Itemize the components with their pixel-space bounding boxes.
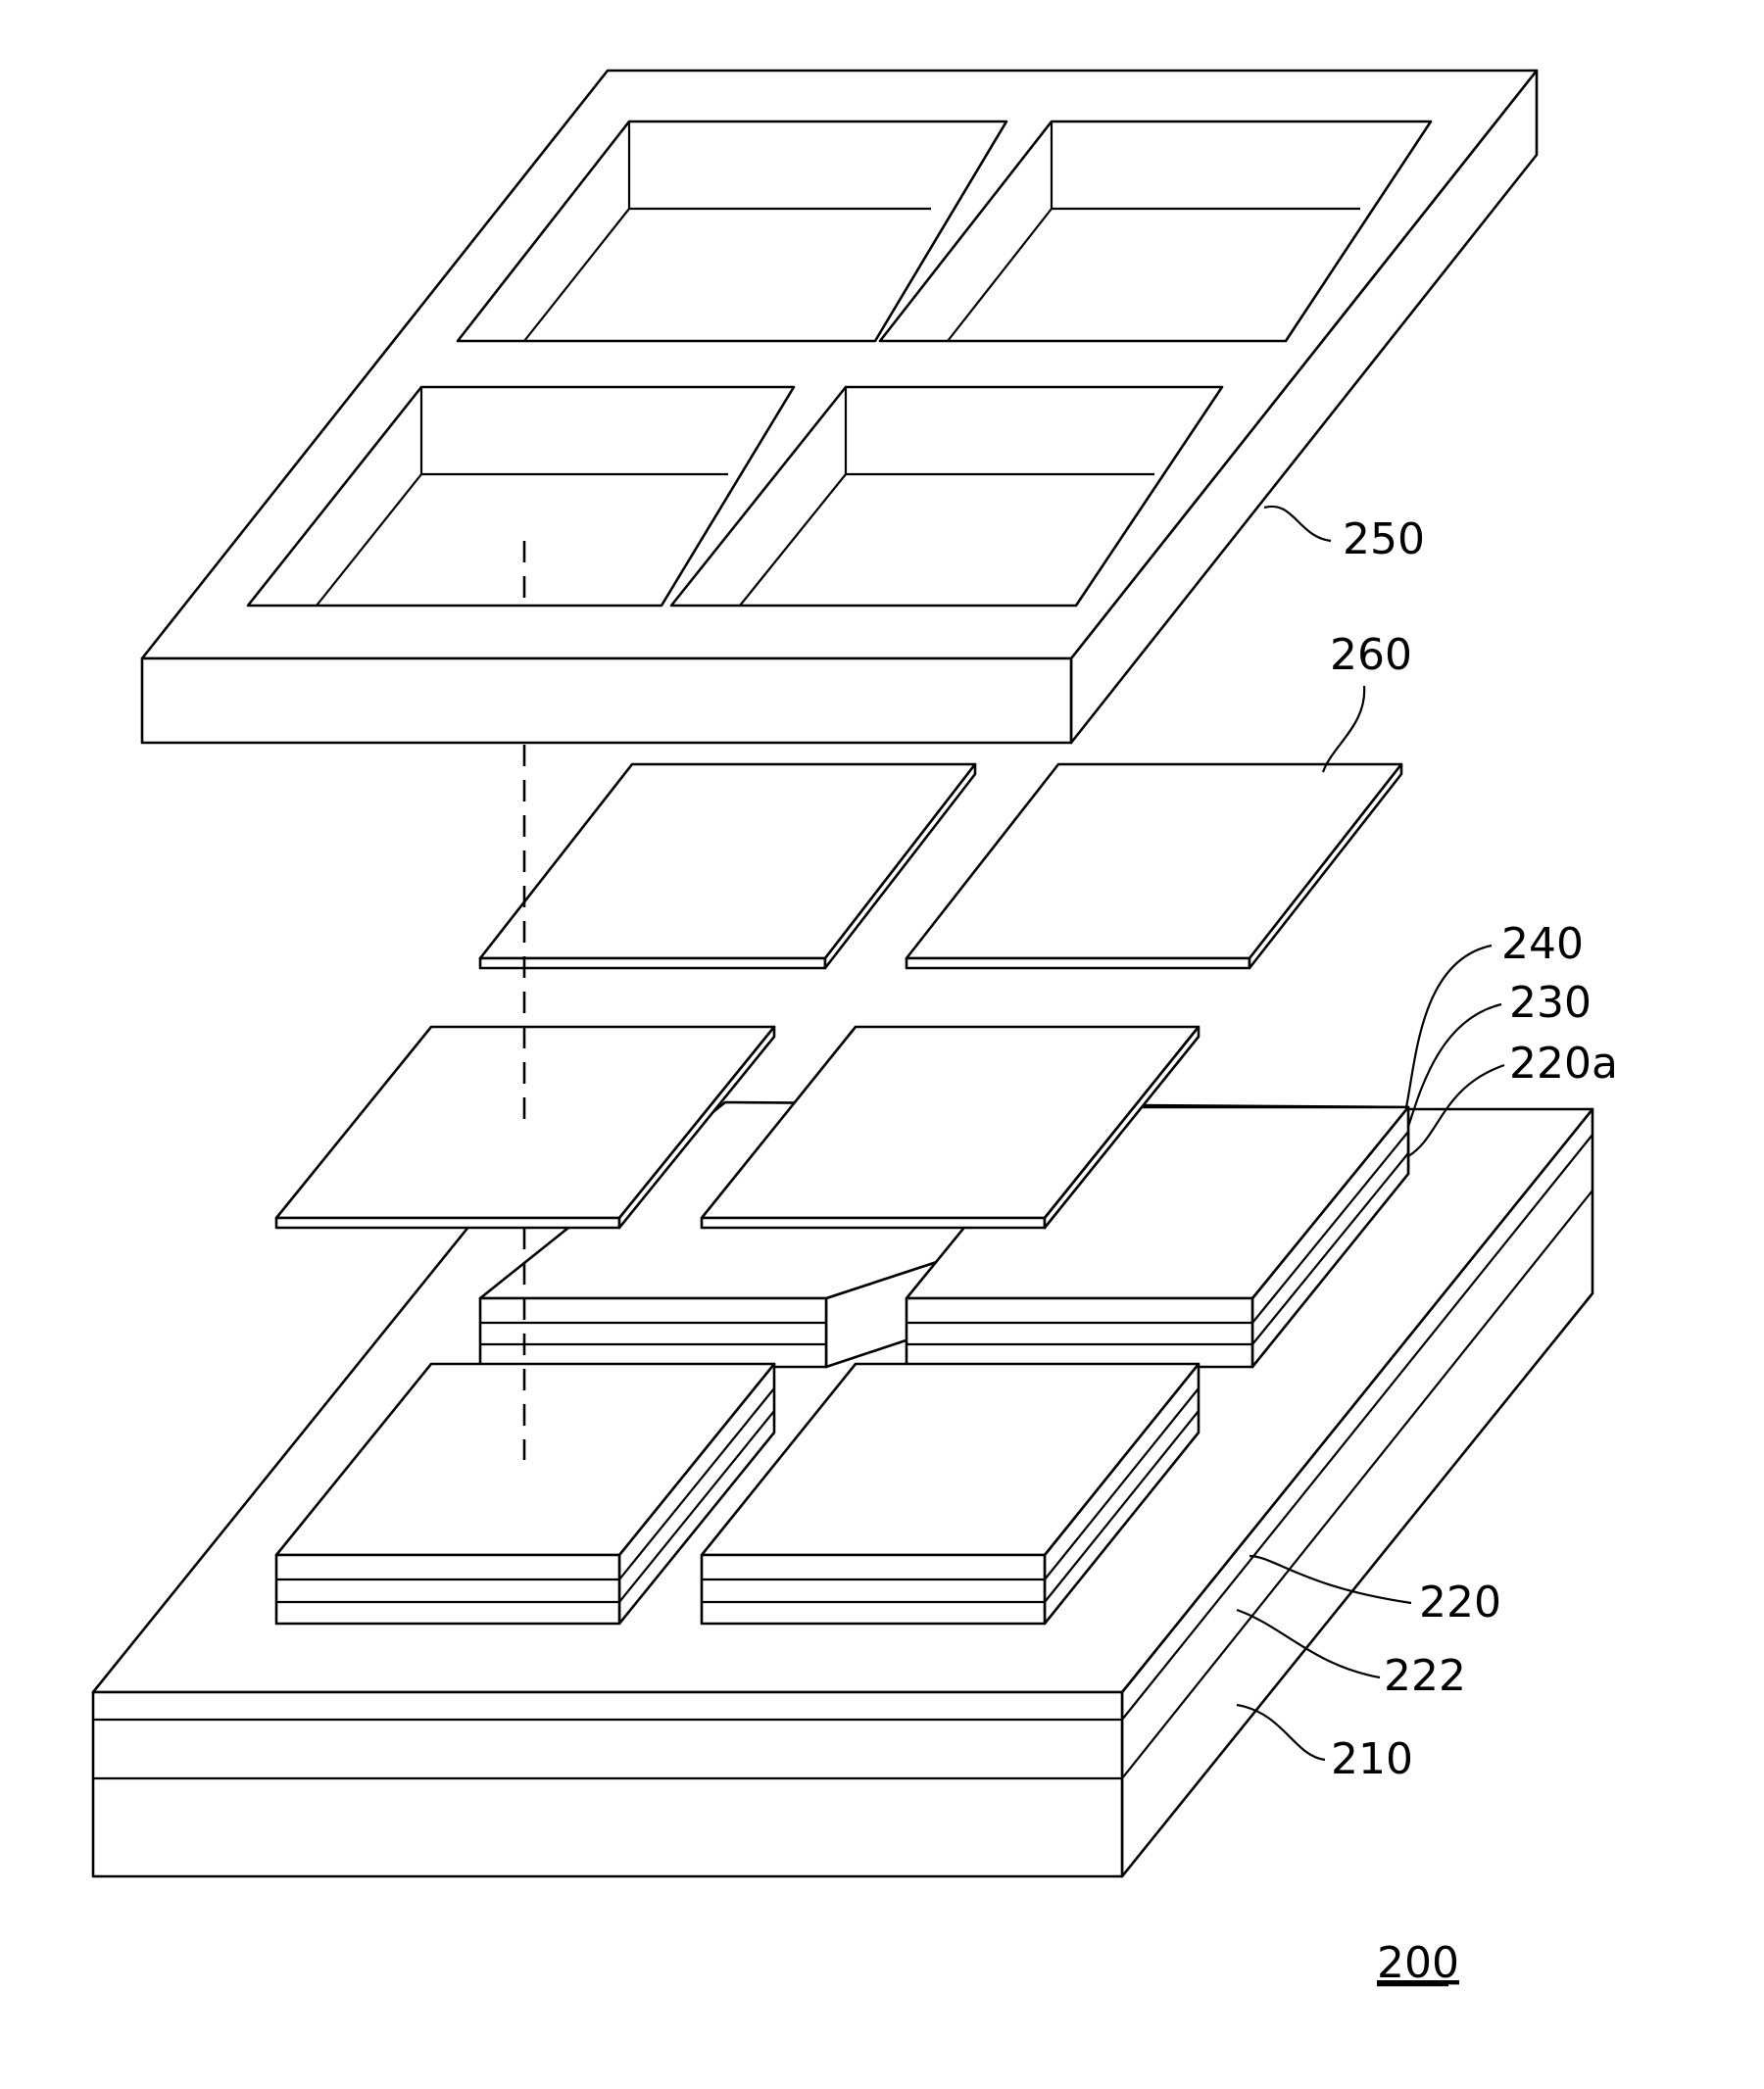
stack-front-right-front [702, 1555, 1045, 1624]
stack-front-left-front [276, 1555, 619, 1624]
label-210: 210 [1331, 1734, 1413, 1784]
label-220: 220 [1419, 1578, 1501, 1627]
plate-mid-right-edge [702, 1218, 1045, 1228]
frame-250 [142, 71, 1537, 743]
frame-front-face [142, 658, 1071, 743]
plate-mid-left-edge [276, 1218, 619, 1228]
leader-260 [1323, 686, 1364, 772]
figure-reference-number: 200 [1377, 1938, 1459, 1988]
label-260: 260 [1330, 630, 1412, 680]
label-222: 222 [1384, 1651, 1466, 1701]
label-240: 240 [1501, 919, 1584, 969]
label-230: 230 [1509, 978, 1592, 1028]
leader-250 [1264, 507, 1331, 541]
label-250: 250 [1343, 514, 1425, 564]
stack-back-left-front [480, 1298, 826, 1367]
leader-240 [1406, 946, 1492, 1107]
upper-plates-260 [480, 764, 1401, 968]
stack-back-right-front [906, 1298, 1252, 1367]
label-220a: 220a [1509, 1039, 1618, 1089]
plate-upper-right-edge [906, 958, 1250, 968]
plate-upper-left-edge [480, 958, 825, 968]
